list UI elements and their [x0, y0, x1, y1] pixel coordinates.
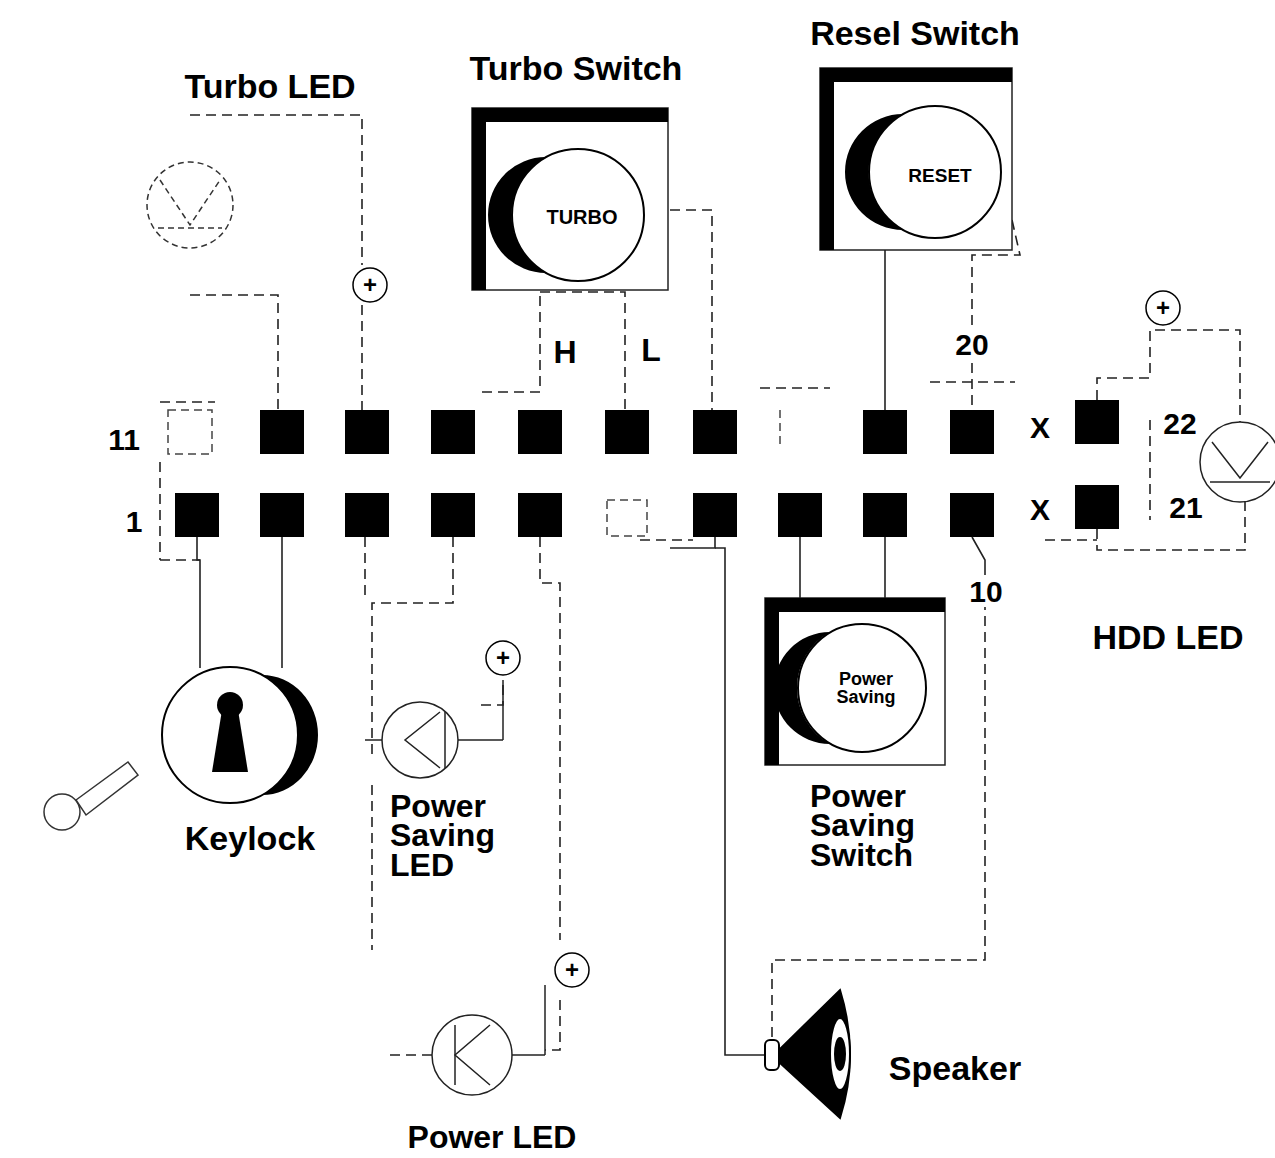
push-switch: Turbo SwitchTURBO [472, 108, 668, 290]
polarity-sign: + [1154, 296, 1172, 320]
led-lamp: Turbo LED [145, 160, 235, 250]
component-label: Turbo LED [184, 69, 355, 103]
polarity-sign: + [361, 273, 379, 297]
polarity-sign: + [494, 646, 512, 670]
switch-cap-text: RESET [908, 166, 971, 185]
speaker-symbol [765, 990, 850, 1118]
power-led-symbol [432, 985, 545, 1095]
pin-number: 10 [967, 577, 1004, 607]
header-pins [175, 400, 1119, 537]
contact-label: H [551, 336, 578, 368]
component-label: Resel Switch [810, 16, 1020, 50]
turbo-led-symbol [147, 162, 233, 248]
component-label: Power LED [408, 1121, 577, 1153]
component-label: Speaker [889, 1051, 1021, 1085]
push-switch: Resel SwitchRESET [820, 68, 1012, 250]
component-label: Power Saving Switch [810, 782, 940, 870]
keylock: Keylock [162, 667, 298, 803]
plus-circles [353, 268, 1180, 987]
led-lamp: Power Saving LED [382, 702, 458, 778]
component-label: Turbo Switch [470, 51, 683, 85]
push-switch: Power SavingPower Saving Switch [765, 598, 945, 765]
switch-cap-text: TURBO [546, 207, 617, 227]
keylock-symbol [44, 667, 318, 830]
pin-number: 1 [124, 507, 145, 537]
pin-number: 20 [953, 330, 990, 360]
switch-cap-text: Power Saving [823, 670, 909, 706]
power-saving-led-symbol [365, 680, 503, 778]
pin-number: 22 [1161, 409, 1198, 439]
led-lamp: HDD LED [1200, 422, 1275, 502]
led-lamp: Power LED [432, 1015, 512, 1095]
pin-number: 11 [106, 425, 142, 455]
component-label: Power Saving LED [390, 792, 520, 880]
polarity-sign: + [563, 958, 581, 982]
speaker: Speaker [765, 990, 865, 1118]
contact-label: L [639, 334, 663, 366]
no-pin-mark: X [1028, 413, 1052, 443]
no-pin-mark: X [1028, 495, 1052, 525]
wires [160, 115, 1245, 1055]
component-label: Keylock [185, 821, 315, 855]
pin-number: 21 [1167, 493, 1204, 523]
component-label: HDD LED [1092, 620, 1243, 654]
empty-pins [168, 410, 780, 536]
switch-housings [472, 68, 1012, 765]
hdd-led-symbol [1200, 422, 1275, 502]
